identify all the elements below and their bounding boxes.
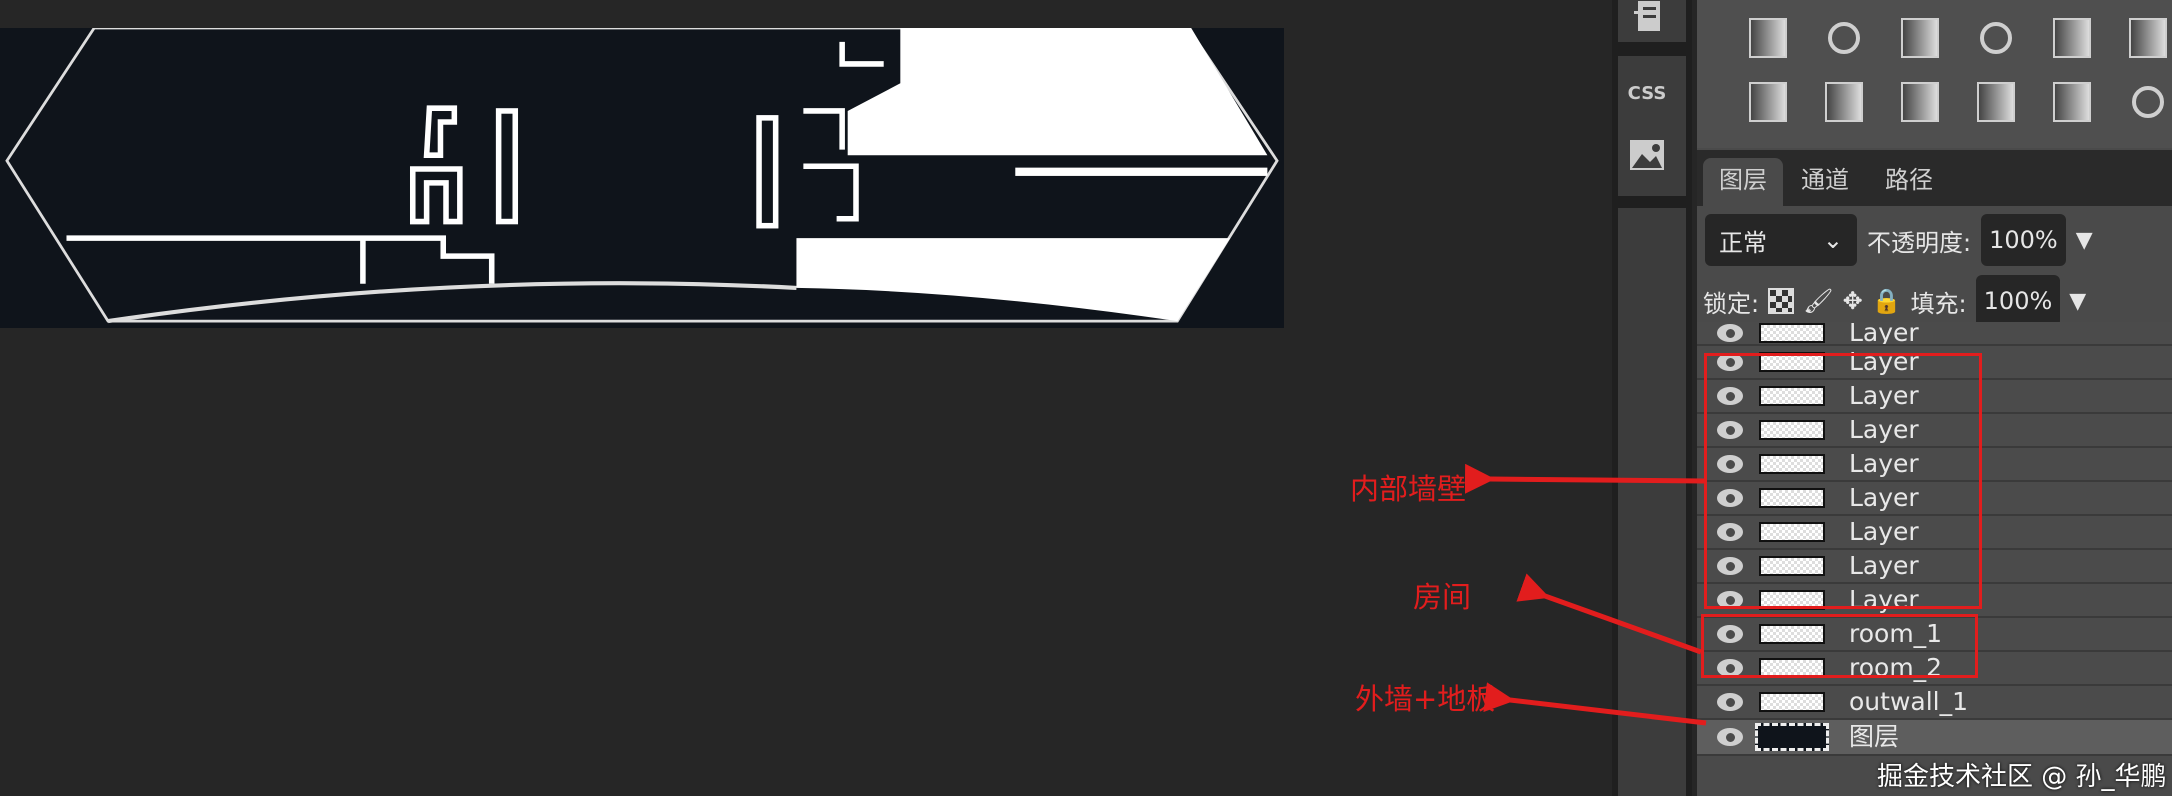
color-lookup-icon[interactable] (2129, 18, 2167, 58)
layer-name: Layer (1849, 483, 1919, 512)
layer-row[interactable]: Layer (1697, 448, 2172, 482)
balance-icon[interactable] (1825, 18, 1863, 58)
right-panel: 图层 通道 路径 正常⌄ 不透明度: 100% ▼ 锁定: 🖌 ✥ 🔒 填充: … (1697, 0, 2172, 796)
tab-channels[interactable]: 通道 (1801, 166, 1849, 194)
annotation-outer-wall-floor: 外墙+地板 (1355, 682, 1496, 716)
layer-name: Layer (1849, 347, 1919, 376)
posterize-icon[interactable] (1901, 82, 1939, 122)
visibility-eye-icon[interactable] (1717, 693, 1743, 711)
tab-paths[interactable]: 路径 (1885, 166, 1933, 194)
watermark: 掘金技术社区 @ 孙_华鹏 (1877, 762, 2167, 792)
visibility-eye-icon[interactable] (1717, 455, 1743, 473)
layer-name: outwall_1 (1849, 687, 1969, 716)
layer-thumbnail (1759, 488, 1825, 508)
layer-row[interactable]: Layer (1697, 516, 2172, 550)
layer-name: Layer (1849, 585, 1919, 614)
layer-name: room_1 (1849, 619, 1943, 648)
curves-icon[interactable] (1901, 18, 1939, 58)
annotation-inner-walls: 内部墙壁 (1350, 472, 1467, 506)
visibility-eye-icon[interactable] (1717, 353, 1743, 371)
blend-mode-value: 正常 (1719, 228, 1767, 257)
lock-transparency-icon[interactable] (1768, 288, 1795, 314)
annotation-rooms: 房间 (1413, 580, 1472, 614)
lock-move-icon[interactable]: ✥ (1842, 287, 1863, 315)
layer-name: Layer (1849, 322, 1919, 346)
layer-thumbnail (1759, 624, 1825, 644)
layer-row[interactable]: Layer (1697, 322, 2172, 346)
fill-dropdown-icon[interactable]: ▼ (2069, 288, 2087, 314)
visibility-eye-icon[interactable] (1717, 728, 1743, 746)
layer-thumbnail (1759, 522, 1825, 542)
layer-row[interactable]: Layer (1697, 482, 2172, 516)
lock-label: 锁定: (1703, 289, 1760, 318)
image-icon[interactable] (1630, 138, 1664, 172)
layer-row[interactable]: Layer (1697, 584, 2172, 618)
annotation-box-inner-walls (1704, 353, 1982, 609)
layer-thumbnail (1759, 556, 1825, 576)
selective-color-icon[interactable] (2053, 82, 2091, 122)
layer-row[interactable]: Layer (1697, 550, 2172, 584)
annotation-box-rooms (1701, 614, 1978, 678)
layer-thumbnail (1759, 420, 1825, 440)
visibility-eye-icon[interactable] (1717, 591, 1743, 609)
layer-name: Layer (1849, 415, 1919, 444)
lock-brush-icon[interactable]: 🖌 (1803, 287, 1834, 315)
layer-name: Layer (1849, 551, 1919, 580)
layer-name: Layer (1849, 381, 1919, 410)
css-icon[interactable]: CSS (1627, 82, 1667, 104)
floorplan-drawing (5, 28, 1279, 324)
visibility-eye-icon[interactable] (1717, 489, 1743, 507)
layer-thumbnail (1759, 323, 1825, 343)
layer-row[interactable]: Layer (1697, 414, 2172, 448)
tab-layers[interactable]: 图层 (1703, 158, 1783, 206)
chevron-down-icon: ⌄ (1822, 226, 1843, 254)
layer-row[interactable]: room_1 (1697, 618, 2172, 652)
visibility-eye-icon[interactable] (1717, 523, 1743, 541)
adjustments-panel (1697, 0, 2172, 148)
layer-name: Layer (1849, 449, 1919, 478)
layer-row[interactable]: outwall_1 (1697, 686, 2172, 720)
panel-tabs: 图层 通道 路径 (1697, 150, 2172, 206)
invert-icon[interactable] (1749, 82, 1787, 122)
document-canvas[interactable] (0, 28, 1284, 328)
opacity-dropdown-icon[interactable]: ▼ (2075, 227, 2093, 253)
exposure-icon[interactable] (1977, 18, 2015, 58)
layer-name: 图层 (1849, 722, 1900, 751)
layer-thumbnail (1759, 386, 1825, 406)
lock-all-icon[interactable]: 🔒 (1871, 287, 1902, 315)
visibility-eye-icon[interactable] (1717, 387, 1743, 405)
visibility-eye-icon[interactable] (1717, 421, 1743, 439)
visibility-eye-icon[interactable] (1717, 625, 1743, 643)
levels-icon[interactable] (1749, 18, 1787, 58)
opacity-label: 不透明度: (1867, 228, 1972, 257)
layer-row[interactable]: 图层 (1697, 720, 2172, 756)
channel-mixer-icon[interactable] (2053, 18, 2091, 58)
threshold-icon[interactable] (1977, 82, 2015, 122)
side-toolstrip: CSS (1612, 0, 1692, 796)
visibility-eye-icon[interactable] (1717, 557, 1743, 575)
layer-thumbnail (1759, 454, 1825, 474)
visibility-eye-icon[interactable] (1717, 324, 1743, 342)
layer-name: Layer (1849, 517, 1919, 546)
layer-row[interactable]: Layer (1697, 380, 2172, 414)
vibrance-icon[interactable] (2129, 82, 2167, 122)
visibility-eye-icon[interactable] (1717, 659, 1743, 677)
layer-thumbnail (1759, 692, 1825, 712)
fill-input[interactable]: 100% (1975, 275, 2061, 327)
gradient-map-icon[interactable] (1825, 82, 1863, 122)
notebook-icon[interactable] (1630, 0, 1664, 34)
layer-thumbnail (1755, 723, 1829, 751)
fill-label: 填充: (1910, 289, 1967, 318)
layer-thumbnail (1759, 590, 1825, 610)
blend-mode-select[interactable]: 正常 ⌄ (1705, 214, 1857, 266)
opacity-input[interactable]: 100% (1981, 214, 2066, 266)
